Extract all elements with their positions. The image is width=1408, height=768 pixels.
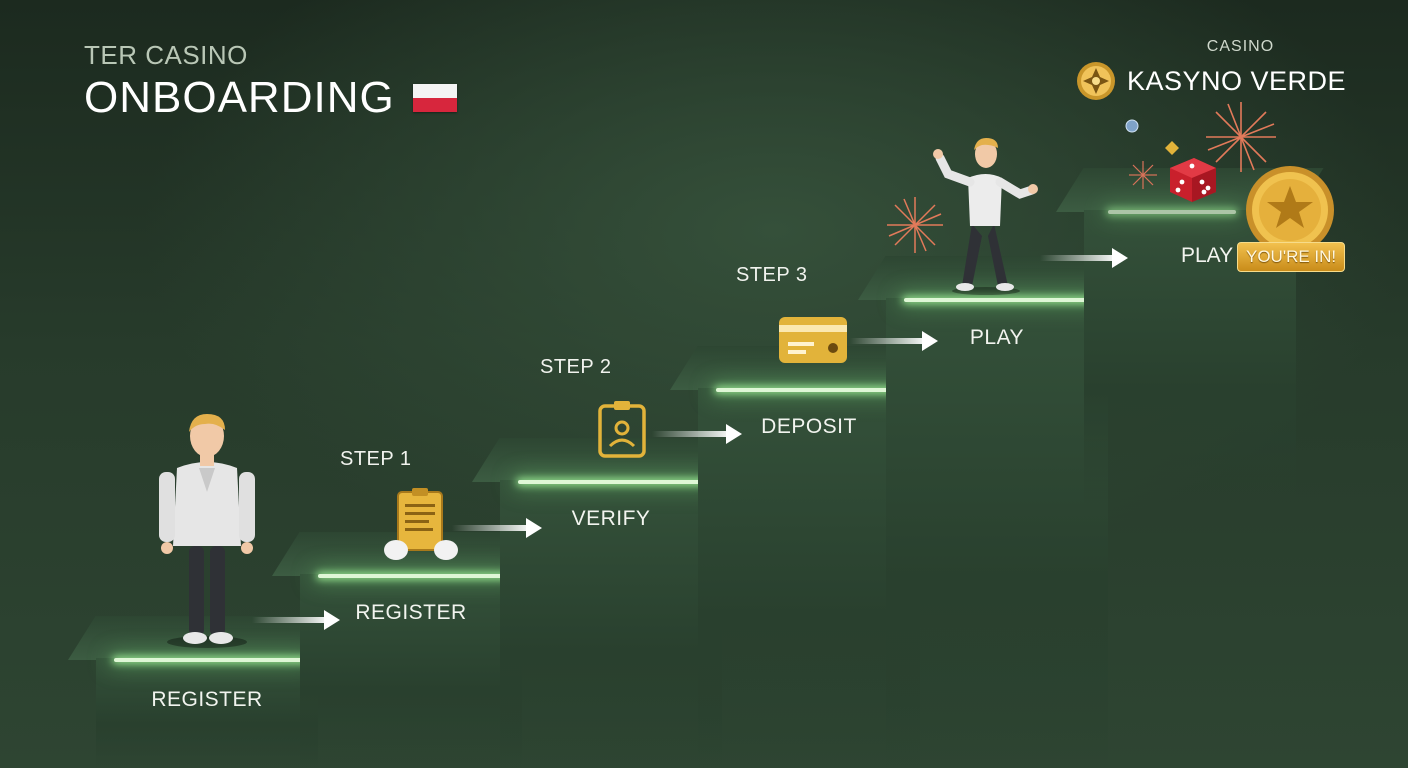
final-step-label: PLAY: [1181, 244, 1234, 267]
fireworks-icon: [887, 197, 943, 253]
casino-logo-icon: [1076, 62, 1115, 100]
arrow-5: [1040, 248, 1128, 268]
fireworks-icon: [1206, 102, 1276, 172]
id-badge-icon: [598, 401, 646, 458]
fireworks-icon: [1129, 161, 1157, 189]
step-label: VERIFY: [571, 507, 651, 530]
step-tag-2: STEP 2: [540, 356, 612, 378]
gold-star-coin-icon: [1246, 166, 1334, 254]
header-subtitle: TER CASINO: [84, 40, 248, 70]
step-tag-1: STEP 1: [340, 448, 412, 470]
step-label: REGISTER: [355, 601, 467, 624]
document-icon: [384, 488, 458, 560]
step-label: PLAY: [969, 326, 1025, 349]
brand-caption: CASINO: [1206, 38, 1275, 55]
person-figure-icon: [159, 414, 255, 648]
brand-logo: CASINO KASYNO VERDE: [1075, 38, 1346, 102]
stair-step-1: REGISTER: [68, 616, 346, 768]
header: TER CASINO ONBOARDING: [84, 40, 457, 123]
step-tag-3: STEP 3: [736, 264, 808, 286]
step-label: REGISTER: [151, 688, 263, 711]
stair-step-5: PLAY: [858, 256, 1136, 768]
dice-icon: [1170, 158, 1216, 202]
arrow-2: [452, 518, 542, 538]
stair-step-4: DEPOSIT: [670, 346, 948, 768]
credit-card-icon: [779, 317, 847, 363]
youre-in-badge: YOU'RE IN!: [1237, 242, 1346, 272]
stair-step-2: REGISTER: [272, 532, 550, 768]
page-title: ONBOARDING: [84, 73, 395, 122]
arrow-4: [850, 331, 938, 351]
arrow-3: [652, 424, 742, 444]
celebrating-figure-icon: [933, 138, 1038, 295]
gem-icon: [1125, 119, 1139, 133]
poland-flag-icon: [412, 84, 457, 112]
gem-icon: [1165, 141, 1179, 155]
arrow-1: [252, 610, 340, 630]
brand-name: KASYNO VERDE: [1126, 65, 1346, 96]
step-label: DEPOSIT: [761, 415, 857, 438]
